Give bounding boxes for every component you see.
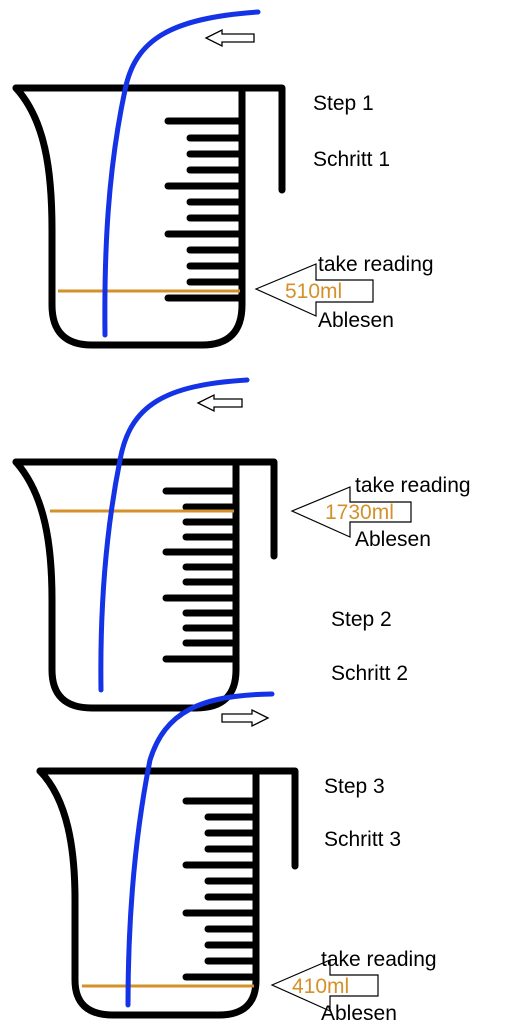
step-1-group: Step 1 Schritt 1 take reading 510ml Able…	[12, 9, 434, 349]
hose-icon	[125, 691, 275, 1008]
flow-arrow-left-icon	[204, 28, 255, 48]
reading-pointer-icon	[290, 486, 412, 538]
beaker-icon	[12, 84, 286, 349]
reading-pointer-icon	[270, 959, 379, 1012]
take-reading-label: take reading	[355, 474, 471, 497]
beaker-icon	[36, 767, 299, 1019]
take-reading-label: take reading	[318, 253, 434, 276]
hose-icon	[98, 377, 250, 693]
step-label-de: Schritt 3	[324, 828, 401, 851]
reading-value: 510ml	[285, 280, 342, 303]
hose-icon	[102, 9, 261, 338]
ablesen-label: Ablesen	[355, 528, 431, 551]
graduation-marks	[182, 797, 260, 981]
step-label-de: Schritt 1	[313, 148, 390, 171]
step-label-en: Step 1	[313, 92, 374, 115]
take-reading-label: take reading	[321, 948, 437, 971]
reading-pointer-icon	[254, 263, 374, 317]
step-label-de: Schritt 2	[331, 662, 408, 685]
step-label-en: Step 2	[331, 608, 392, 631]
graduation-marks	[162, 487, 240, 663]
flow-arrow-right-icon	[221, 708, 270, 728]
graduation-marks	[164, 117, 246, 302]
flow-arrow-left-icon	[196, 393, 243, 413]
reading-value: 410ml	[292, 975, 349, 998]
ablesen-label: Ablesen	[321, 1002, 397, 1023]
step-label-en: Step 3	[324, 775, 385, 798]
reading-value: 1730ml	[325, 501, 394, 524]
step-3-group: Step 3 Schritt 3 take reading 410ml Able…	[36, 691, 437, 1023]
step-2-group: take reading 1730ml Ablesen Step 2 Schri…	[12, 377, 471, 712]
ablesen-label: Ablesen	[318, 309, 394, 332]
